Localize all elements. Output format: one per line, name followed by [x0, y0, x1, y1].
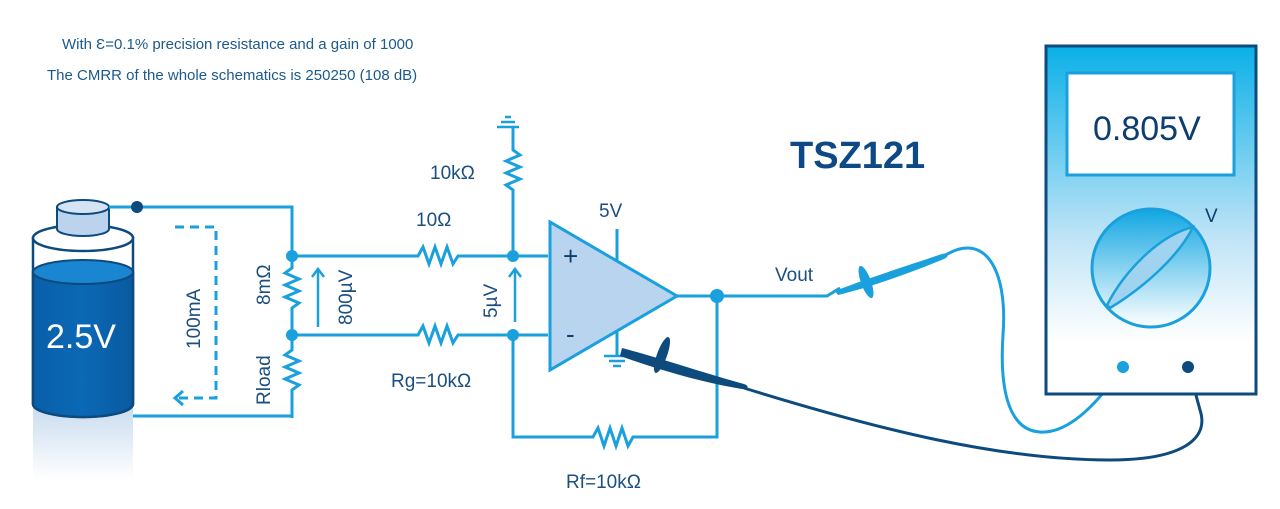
opamp-plus: +	[563, 241, 578, 271]
current-path-arrow	[175, 225, 218, 400]
load-resistor-label: Rload	[254, 355, 275, 405]
current-label: 100mA	[184, 288, 205, 349]
dial-mode-label: V	[1205, 206, 1218, 227]
multimeter-display	[1065, 71, 1236, 177]
multimeter-reading: 0.805V	[1093, 110, 1201, 148]
multimeter: 0.805V V	[1044, 44, 1258, 396]
input-resistor-bottom-label: Rg=10kΩ	[391, 371, 471, 392]
input-resistor-bottom	[292, 321, 548, 348]
probe-negative[interactable]	[620, 335, 1204, 462]
output-wire	[677, 286, 841, 298]
opamp-body	[548, 219, 680, 373]
ground-symbol-top	[497, 115, 519, 129]
battery-voltage: 2.5V	[46, 318, 116, 356]
input-resistor-top-label: 10Ω	[416, 210, 451, 231]
load-resistor	[281, 335, 303, 418]
shunt-resistor-label: 8mΩ	[254, 264, 275, 305]
jack-negative[interactable]	[1182, 361, 1194, 373]
probe-negative-cable	[743, 367, 1204, 462]
note-line-1: With Ɛ=0.1% precision resistance and a g…	[62, 36, 413, 53]
shunt-voltage-arrowhead	[311, 266, 325, 278]
probe-positive-cable	[943, 246, 1124, 434]
node-dot	[710, 289, 724, 303]
note-line-2: The CMRR of the whole schematics is 2502…	[47, 67, 417, 84]
wire-battery-top	[109, 205, 294, 256]
dial-pointer	[1105, 225, 1196, 310]
output-label: Vout	[775, 265, 814, 286]
offset-voltage-label: 5µV	[481, 283, 502, 318]
probe-positive[interactable]	[835, 246, 1124, 434]
input-resistor-top	[292, 242, 548, 269]
shunt-resistor	[281, 256, 303, 335]
current-arrowhead	[172, 389, 184, 407]
feedback-resistor	[511, 296, 719, 451]
chip-title: TSZ121	[790, 135, 925, 177]
offset-voltage-arrowhead	[508, 266, 522, 278]
node-dot	[507, 250, 519, 262]
feedback-resistor-label: Rf=10kΩ	[566, 472, 641, 493]
bias-resistor-label: 10kΩ	[430, 163, 475, 184]
supply-voltage-label: 5V	[599, 201, 623, 222]
bias-resistor	[502, 127, 524, 256]
node-dot	[131, 201, 143, 213]
opamp-minus: -	[566, 319, 575, 349]
battery: 2.5V	[31, 199, 135, 480]
shunt-voltage-label: 800µV	[336, 269, 357, 325]
jack-positive[interactable]	[1117, 361, 1129, 373]
